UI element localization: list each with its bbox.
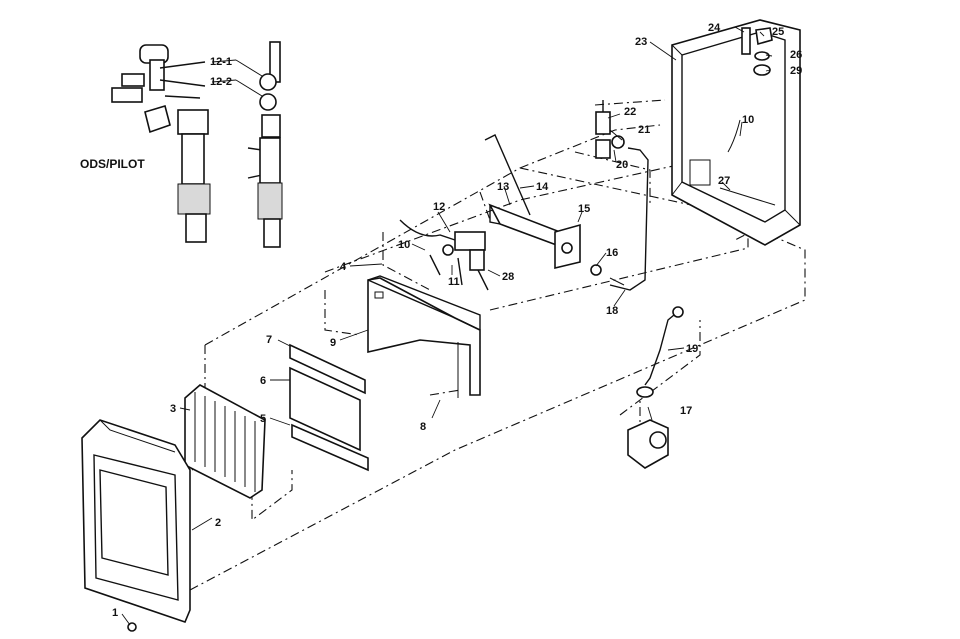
callout-3: 3 <box>170 403 176 415</box>
callout-12: 12 <box>433 201 445 213</box>
callout-18: 18 <box>606 305 618 317</box>
front-cover <box>81 419 191 632</box>
callout-2: 2 <box>215 517 221 529</box>
callout-21: 21 <box>638 124 650 136</box>
callout-8: 8 <box>420 421 426 433</box>
callout-17: 17 <box>680 405 692 417</box>
callout-12-1: 12-1 <box>210 56 232 68</box>
callout-15: 15 <box>578 203 590 215</box>
callout-26: 26 <box>790 49 802 61</box>
burner-grille <box>184 384 266 499</box>
callout-24: 24 <box>708 22 721 34</box>
gas-valve-assembly <box>590 264 684 469</box>
burner-tube <box>484 134 581 270</box>
callout-11: 11 <box>448 276 460 288</box>
rear-housing <box>671 19 801 246</box>
callout-13: 13 <box>497 181 509 193</box>
callout-20: 20 <box>616 159 628 171</box>
callout-9: 9 <box>330 337 336 349</box>
callout-4: 4 <box>340 261 347 273</box>
ods-pilot-assembly-right <box>247 41 283 248</box>
callout-25: 25 <box>772 26 784 38</box>
leader-lines <box>121 26 773 626</box>
callout-16: 16 <box>606 247 618 259</box>
callout-12-2: 12-2 <box>210 76 232 88</box>
callout-28: 28 <box>502 271 514 283</box>
callout-1: 1 <box>112 607 118 619</box>
burner-bracket <box>367 275 481 398</box>
callout-29: 29 <box>790 65 802 77</box>
callout-19: 19 <box>686 343 698 355</box>
callout-27: 27 <box>718 175 730 187</box>
callout-23: 23 <box>635 36 647 48</box>
callout-10-pilot: 10 <box>398 239 410 251</box>
callout-labels: ODS/PILOT 12-1 12-2 1 2 3 4 5 6 7 8 9 10… <box>80 22 802 619</box>
ods-pilot-assembly-left <box>111 44 211 243</box>
diagram-caption: ODS/PILOT <box>80 157 145 171</box>
callout-22: 22 <box>624 106 636 118</box>
callout-7: 7 <box>266 334 272 346</box>
callout-6: 6 <box>260 375 266 387</box>
callout-10-housing: 10 <box>742 114 754 126</box>
callout-14: 14 <box>536 181 549 193</box>
pilot-assembly <box>399 219 489 291</box>
radiant-panels <box>289 343 369 472</box>
callout-5: 5 <box>260 413 266 425</box>
